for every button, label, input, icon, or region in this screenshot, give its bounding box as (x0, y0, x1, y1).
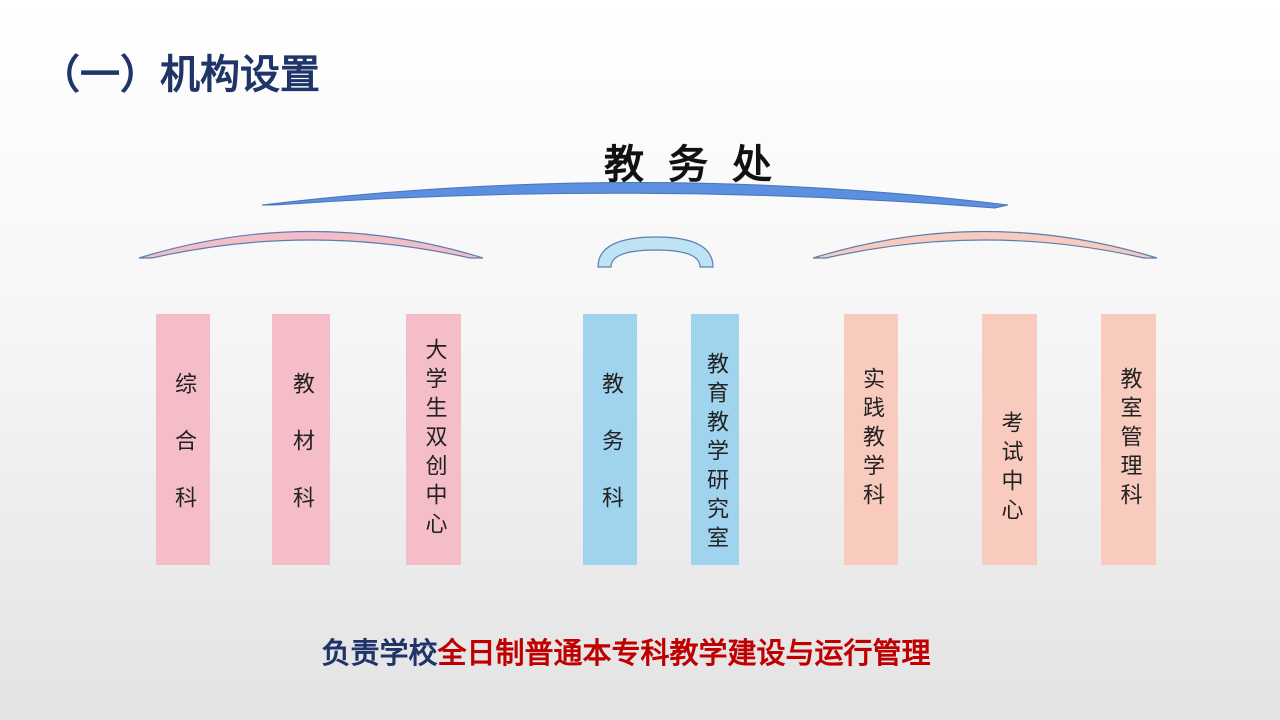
unit-label: 教材科 (289, 371, 314, 543)
statement-prefix: 负责学校 (321, 636, 438, 670)
responsibility-statement: 负责学校全日制普通本专科教学建设与运行管理 (0, 630, 1252, 672)
arc-pink (138, 230, 484, 259)
unit-label: 大学生双创中心 (421, 338, 447, 541)
unit-label: 教务科 (598, 371, 623, 543)
slide-title: （一）机构设置 (40, 52, 320, 98)
unit-box: 教育教学研究室 (691, 314, 739, 565)
unit-label: 综合科 (171, 371, 196, 543)
unit-box: 教室管理科 (1101, 314, 1156, 565)
unit-box: 考试中心 (982, 314, 1037, 565)
unit-box: 教务科 (583, 314, 637, 565)
department-head-label: 教务处 (604, 141, 796, 188)
unit-label: 考试中心 (997, 410, 1023, 527)
arc-peach (812, 230, 1158, 259)
arc-blue (597, 236, 714, 268)
statement-highlight: 全日制普通本专科教学建设与运行管理 (437, 636, 931, 670)
arc-main (261, 182, 1009, 209)
unit-box: 大学生双创中心 (406, 314, 461, 565)
unit-label: 教室管理科 (1116, 367, 1142, 512)
unit-label: 实践教学科 (859, 367, 884, 512)
unit-box: 综合科 (156, 314, 210, 565)
unit-label: 教育教学研究室 (703, 352, 728, 555)
unit-box: 教材科 (272, 314, 330, 565)
unit-box: 实践教学科 (844, 314, 898, 565)
